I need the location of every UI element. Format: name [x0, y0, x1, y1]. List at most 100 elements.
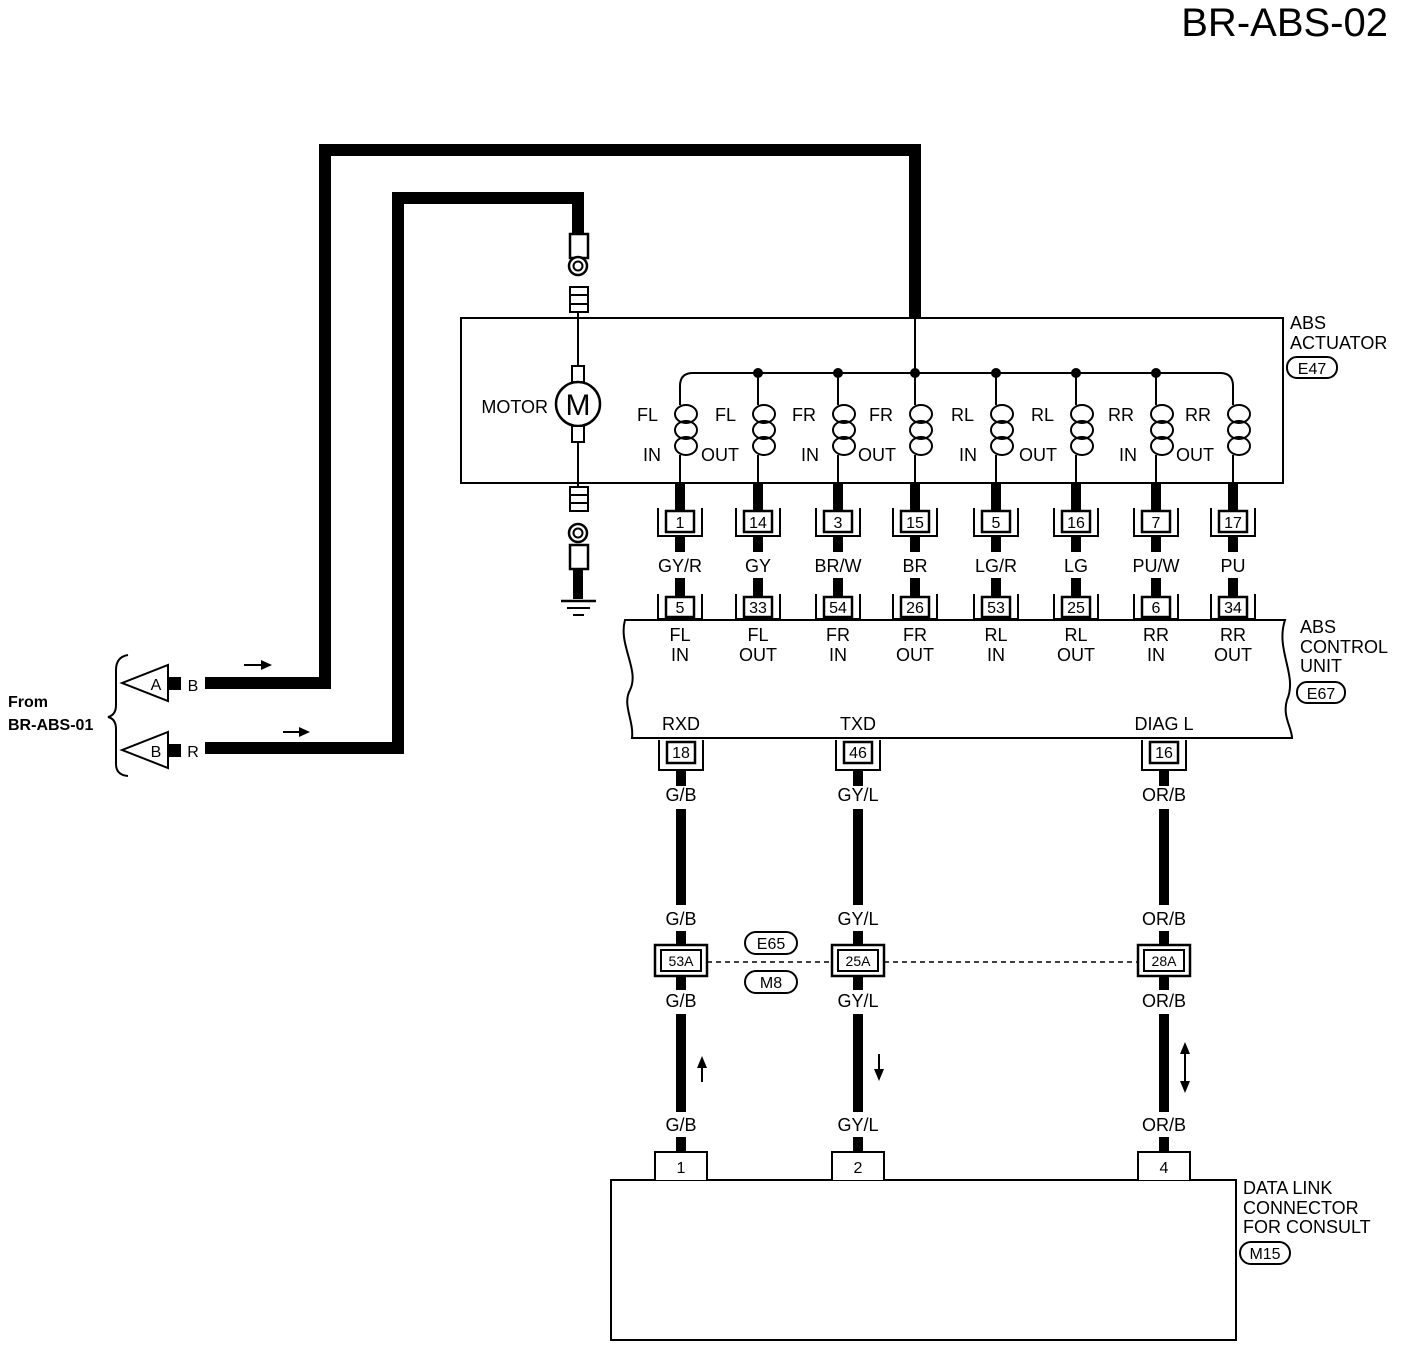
solenoid-coil-icon: [1070, 420, 1094, 440]
solenoid-port-label: IN: [959, 445, 977, 465]
joint-pin-number: 25A: [846, 953, 872, 969]
comm-pin-number: 18: [672, 745, 690, 762]
dlc-name-line-1: DATA LINK: [1243, 1178, 1332, 1198]
comm-wire-color: OR/B: [1142, 785, 1186, 805]
dlc-pin-number: 4: [1160, 1160, 1169, 1177]
joint-connector-inner: [660, 949, 702, 972]
ground-ring-icon: [567, 522, 589, 544]
solenoid-wheel-label: RR: [1108, 405, 1134, 425]
arrow-up-icon: [697, 1056, 707, 1082]
joint-connector-badge-bottom: [744, 970, 798, 994]
dlc-terminal: [1137, 1151, 1191, 1180]
connector-a-wire-color: B: [188, 678, 199, 695]
arrow-head: [1180, 1042, 1190, 1054]
dlc-terminal: [654, 1151, 708, 1180]
dlc-name-line-3: FOR CONSULT: [1243, 1217, 1371, 1237]
solenoid-coil-icon: [752, 436, 776, 456]
harness-wire-color: GY: [745, 556, 771, 576]
comm-signal-label: TXD: [840, 714, 876, 734]
source-block: From BR-ABS-01 A B B R: [8, 654, 310, 777]
arrow-head: [697, 1056, 707, 1068]
motor-symbol: M: [566, 389, 591, 422]
page-title: BR-ABS-02: [1181, 1, 1388, 45]
solenoid-port-label: OUT: [1176, 445, 1214, 465]
control-unit-pin-number: 6: [1152, 600, 1161, 617]
actuator-pin-number: 3: [834, 515, 843, 532]
control-unit-terminal-bracket: [892, 594, 938, 620]
motor-brush-top: [571, 365, 585, 383]
comm-wire-color: G/B: [665, 1115, 696, 1135]
arrow-head: [1180, 1081, 1190, 1093]
arrow-head: [874, 1069, 884, 1081]
comm-wire-color: OR/B: [1142, 909, 1186, 929]
actuator-connector-badge: [1286, 356, 1338, 379]
solenoid-wheel-label: RL: [951, 405, 974, 425]
connector-b-pin: [169, 744, 181, 757]
control-unit-port-label: IN: [1147, 645, 1165, 665]
connector-b-triangle-icon: [119, 730, 169, 770]
actuator-pin-number: 17: [1224, 515, 1242, 532]
comm-signal-label: RXD: [662, 714, 700, 734]
connector-a-triangle-icon: [119, 663, 169, 703]
control-unit-terminal: [1060, 595, 1092, 619]
control-unit-wheel-label: FL: [669, 625, 690, 645]
motor-brush-bottom: [571, 425, 585, 443]
control-unit-port-label: IN: [829, 645, 847, 665]
comm-wire-color: GY/L: [837, 909, 878, 929]
actuator-terminal: [899, 509, 931, 534]
comm-wire-color: GY/L: [837, 785, 878, 805]
joint-pin-number: 53A: [669, 953, 695, 969]
actuator-name-line-1: ABS: [1290, 313, 1326, 333]
solenoid-wheel-label: RL: [1031, 405, 1054, 425]
solenoid-coil-icon: [909, 436, 933, 456]
solenoid-port-label: OUT: [701, 445, 739, 465]
joint-pin-number: 28A: [1152, 953, 1178, 969]
control-unit-port-label: OUT: [1214, 645, 1252, 665]
comm-wire-color: GY/L: [837, 1115, 878, 1135]
arrow-down-icon: [874, 1054, 884, 1081]
solenoid-coil-icon: [1150, 404, 1174, 424]
connector-b-id: B: [151, 744, 162, 761]
motor-connector-block: [568, 232, 590, 260]
joint-connector-inner: [1143, 949, 1185, 972]
control-unit-port-label: IN: [987, 645, 1005, 665]
control-unit-port-label: OUT: [896, 645, 934, 665]
harness-wire-color: PU: [1220, 556, 1245, 576]
harness-wire-color: GY/R: [658, 556, 702, 576]
control-unit-terminal: [822, 595, 854, 619]
actuator-terminal: [822, 509, 854, 534]
solenoid-coil-icon: [990, 404, 1014, 424]
ground-connector-block: [568, 543, 590, 571]
solenoid-coil-icon: [990, 436, 1014, 456]
solenoid-coil-icon: [832, 436, 856, 456]
control-unit-terminal-bracket: [973, 594, 1019, 620]
harness-wire-color: BR/W: [815, 556, 862, 576]
joint-connector-inner: [837, 949, 879, 972]
control-unit-terminal: [664, 595, 696, 619]
joint-connector-badge-top: [744, 931, 798, 955]
source-connector-a: A B: [119, 660, 272, 703]
solenoid-coil-icon: [1150, 436, 1174, 456]
source-brace: [107, 654, 129, 777]
solenoid-port-label: IN: [801, 445, 819, 465]
actuator-pin-number: 7: [1152, 515, 1161, 532]
actuator-terminal: [1060, 509, 1092, 534]
fusible-link-ring-icon: [567, 255, 589, 277]
control-unit-wheel-label: FL: [747, 625, 768, 645]
solenoid-wheel-label: FL: [715, 405, 736, 425]
dlc-pin-number: 2: [854, 1160, 863, 1177]
solenoid-port-label: OUT: [858, 445, 896, 465]
control-unit-connector-id: E67: [1307, 686, 1336, 703]
control-unit-connector-badge: [1296, 681, 1346, 704]
dlc-name-line-2: CONNECTOR: [1243, 1198, 1359, 1218]
control-unit-name-line-2: CONTROL: [1300, 637, 1388, 657]
pump-motor: MOTOR M: [481, 365, 602, 487]
from-label: From: [8, 694, 48, 711]
